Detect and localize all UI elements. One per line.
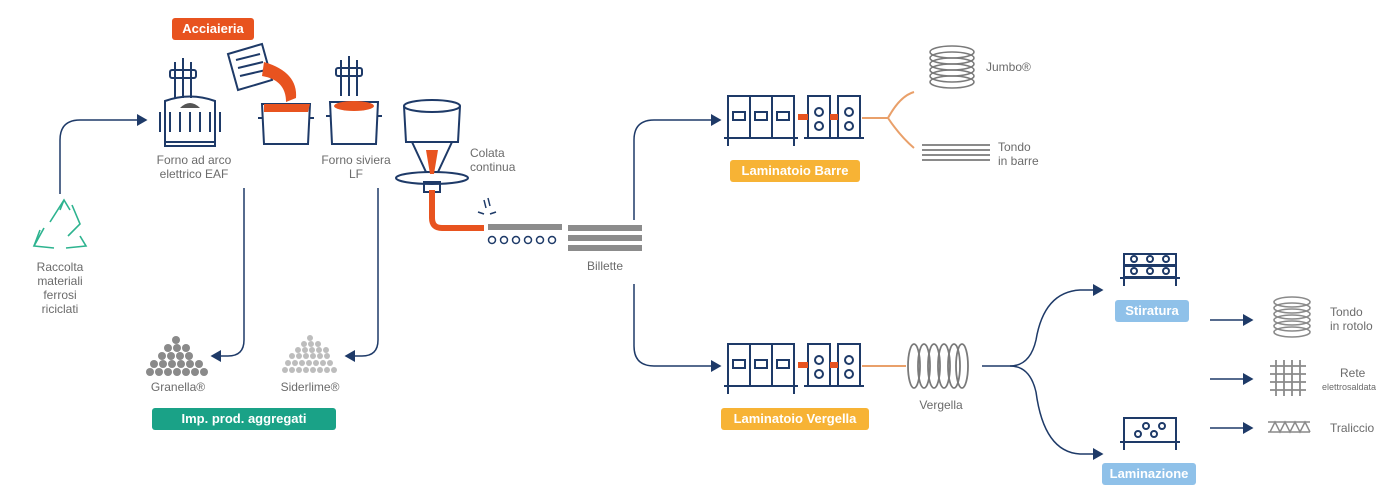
flow-arrow-to-laminazione <box>1009 365 1104 460</box>
label-jumbo: Jumbo® <box>986 60 1031 74</box>
stiratura-machine-icon <box>1120 253 1180 286</box>
lf-furnace-icon <box>326 56 382 145</box>
tondo-barre-icon <box>922 144 990 161</box>
roller-icons <box>487 235 557 245</box>
rolling-mill-vergella-icon <box>724 343 864 394</box>
rolling-mill-barre-icon <box>724 95 864 146</box>
badge-laminatoio-vergella: Laminatoio Vergella <box>721 408 869 430</box>
label-forno-lf: Forno siviera LF <box>321 153 391 181</box>
label-vergella: Vergella <box>919 398 963 412</box>
billette-icon <box>568 225 642 251</box>
barre-stock <box>798 114 808 120</box>
badge-laminatoio-barre: Laminatoio Barre <box>730 160 860 182</box>
vergella-coil-icon <box>907 343 969 389</box>
barre-split <box>862 91 915 149</box>
casting-strand <box>429 190 484 231</box>
tondo-rotolo-icon <box>1273 296 1311 338</box>
recycle-icon <box>32 198 88 249</box>
casting-tundish-icon <box>395 99 469 193</box>
flow-arrow-to-vergella <box>633 284 722 372</box>
label-forno-eaf: Forno ad arco elettrico EAF <box>156 153 232 181</box>
label-colata: Colata continua <box>470 146 516 174</box>
flow-arrow-to-granella <box>210 188 245 362</box>
siderlime-icon <box>282 335 337 373</box>
flow-arrow-to-stiratura <box>982 284 1104 367</box>
label-traliccio: Traliccio <box>1330 421 1375 435</box>
traliccio-icon <box>1268 420 1311 434</box>
billet-strand <box>488 224 562 230</box>
eaf-furnace-icon <box>159 58 221 147</box>
label-tondo-rotolo: Tondo in rotolo <box>1330 305 1373 333</box>
eaf-charge <box>180 103 200 108</box>
flow-arrow-to-siderlime <box>344 188 379 362</box>
badge-acciaieria: Acciaieria <box>172 18 254 40</box>
flow-arrow-recycle <box>59 114 148 194</box>
jumbo-coil-icon <box>929 45 975 89</box>
casting-stream <box>426 150 438 174</box>
label-granella: Granella® <box>150 380 206 394</box>
granella-icon <box>146 336 208 376</box>
laminazione-machine-icon <box>1120 417 1180 450</box>
lf-molten <box>334 101 374 111</box>
label-elettrosaldata: elettrosaldata <box>1322 382 1377 392</box>
pouring-ladle-icon <box>226 42 274 92</box>
label-tondo-barre: Tondo in barre <box>998 140 1039 168</box>
molten-pool <box>264 104 310 112</box>
badge-imp-aggregati: Imp. prod. aggregati <box>152 408 336 430</box>
rete-icon <box>1270 360 1306 396</box>
label-raccolta: Raccolta materiali ferrosi riciclati <box>36 260 84 316</box>
label-rete: Rete <box>1340 366 1366 380</box>
label-siderlime: Siderlime® <box>280 380 340 394</box>
flow-arrow-to-barre <box>633 114 722 220</box>
label-billette: Billette <box>586 259 624 273</box>
vergella-stock-2 <box>830 362 838 368</box>
vergella-stock <box>798 362 808 368</box>
barre-stock-2 <box>830 114 838 120</box>
molten-pour <box>262 62 297 102</box>
badge-stiratura: Stiratura <box>1115 300 1189 322</box>
cutter-icon <box>477 197 497 215</box>
badge-laminazione: Laminazione <box>1102 463 1196 485</box>
